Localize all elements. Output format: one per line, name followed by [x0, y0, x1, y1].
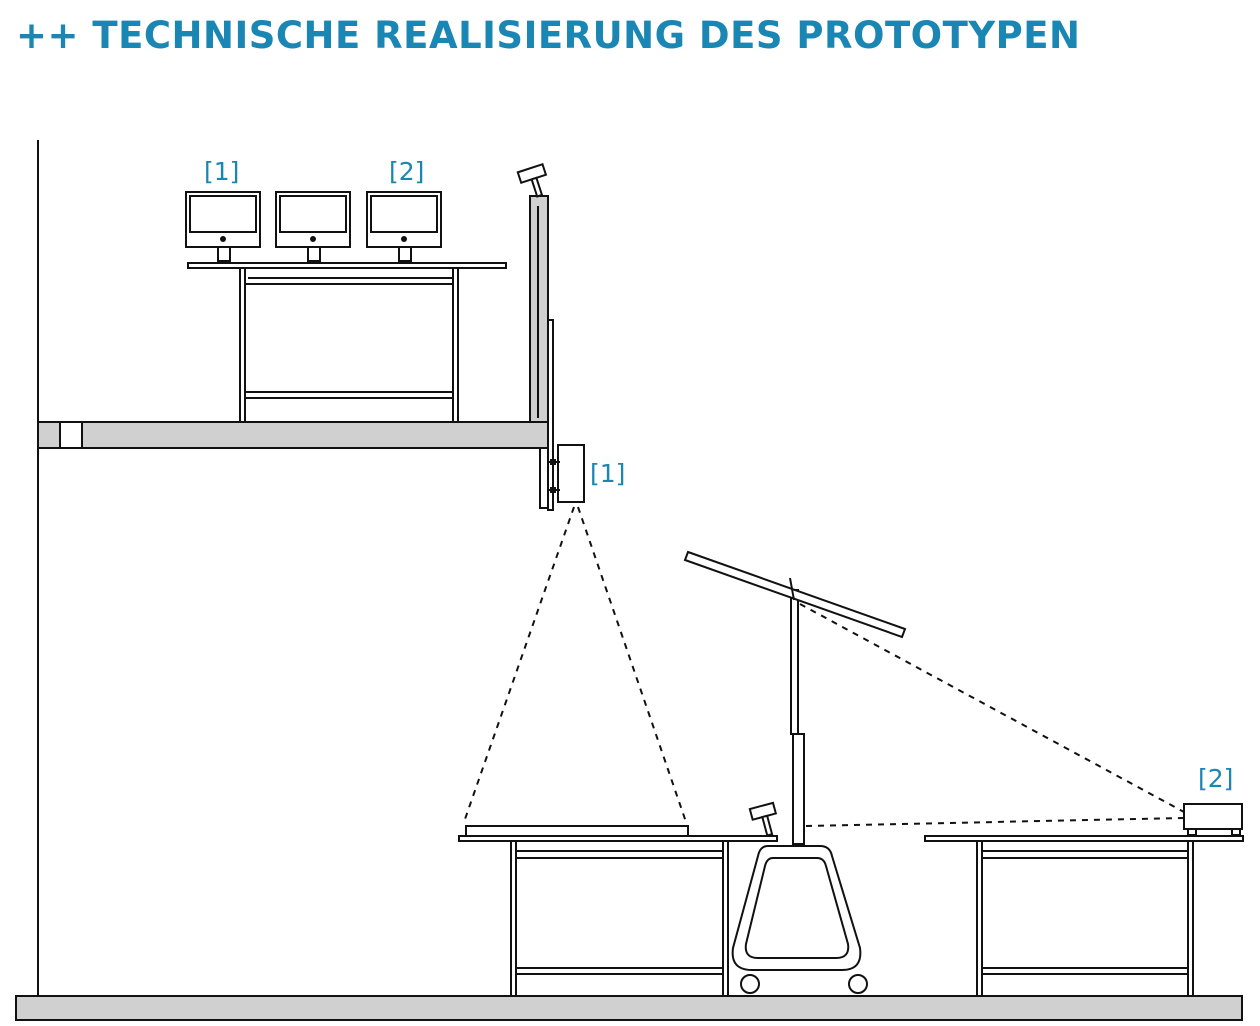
monitor-1-label: [1]	[204, 157, 239, 186]
projector-1	[548, 444, 585, 503]
monitor-left	[185, 191, 261, 262]
projection-ray	[463, 506, 575, 823]
lower-table-right	[924, 835, 1244, 997]
monitor-2-label: [2]	[389, 157, 424, 186]
camera-lower	[748, 801, 778, 837]
mobile-stand	[731, 589, 868, 994]
mirror	[683, 550, 907, 639]
projection-ray	[799, 603, 1185, 813]
monitor-center	[275, 191, 351, 262]
projector-1-label: [1]	[590, 459, 625, 488]
lower-table-left	[458, 825, 778, 997]
camera-top	[516, 163, 548, 198]
upper-desk	[187, 262, 507, 423]
page-title: ++ TECHNISCHE REALISIERUNG DES PROTOTYPE…	[16, 14, 1081, 57]
upper-floor-slab	[37, 421, 549, 449]
projector-2	[1183, 803, 1243, 836]
monitor-right	[366, 191, 442, 262]
projector-2-label: [2]	[1198, 764, 1233, 793]
ground-floor	[15, 995, 1243, 1021]
projection-ray	[577, 506, 687, 823]
floor-slab-block	[59, 421, 83, 449]
projection-ray	[805, 817, 1185, 827]
